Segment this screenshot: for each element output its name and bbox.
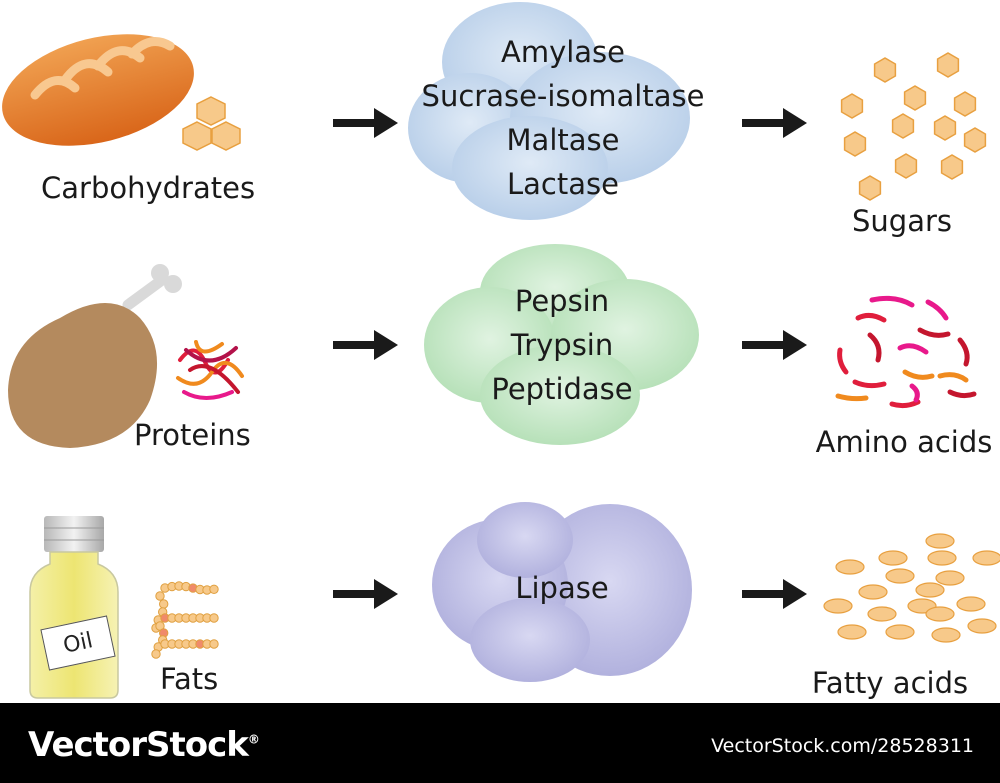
fatty-acid-molecule [935,570,965,586]
fat-molecule-icon [151,581,219,659]
fat-chain-bead [159,599,169,609]
brand-name: VectorStock [28,725,249,765]
fatty-acid-molecule [925,533,955,549]
enzyme-list-fats: Lipase [515,566,608,610]
sugar-hexagon [940,154,964,180]
product-label-fatty-acids: Fatty acids [811,666,969,700]
sugar-hexagon [903,85,927,111]
product-label-sugars: Sugars [852,204,952,238]
fat-chain-bead [209,584,219,594]
fatty-acid-molecule [972,550,1000,566]
enzyme-list-carbohydrates: Amylase Sucrase-isomaltase Maltase Lacta… [422,30,705,206]
enzyme-name: Peptidase [491,372,633,406]
sugar-hexagon [894,153,918,179]
bread-icon [2,34,194,146]
enzyme-list-proteins: Pepsin Trypsin Peptidase [491,279,632,411]
sugar-hexagon [963,127,987,153]
arrow-icon [333,579,398,609]
fat-chain-bead [155,591,165,601]
fatty-acid-molecule [885,568,915,584]
product-label-amino-acids: Amino acids [815,425,993,459]
sugar-hexagon [936,52,960,78]
fatty-acid-molecule [931,627,961,643]
fatty-acid-molecule [837,624,867,640]
diagram-canvas [2,2,1000,699]
arrow-icon [742,579,807,609]
sugar-hexagon [873,57,897,83]
fatty-acid-molecule [956,596,986,612]
fat-chain-bead [209,639,219,649]
sugar-hexagon [858,175,882,201]
sugar-hexagon [843,131,867,157]
enzyme-cloud-carbohydrates [408,2,690,220]
fat-chain-bead [209,613,219,623]
fatty-acid-molecule [867,606,897,622]
enzyme-name: Amylase [500,35,626,69]
arrow-icon [742,330,807,360]
chicken-leg-icon [8,264,182,448]
protein-structure-icon [176,340,244,400]
source-label-fats: Fats [160,662,219,696]
enzyme-name: Maltase [506,123,620,157]
fat-chain-bead [151,649,161,659]
amino-acids-icon [835,295,977,409]
sugar-hexagon [953,91,977,117]
glucose-hexagons-icon [182,96,241,151]
fatty-acid-molecule [878,550,908,566]
arrow-icon [333,330,398,360]
enzyme-cloud-proteins [424,244,699,445]
arrow-icon [742,108,807,138]
sugar-molecules-icon [840,52,987,201]
fatty-acid-molecule [915,582,945,598]
footer-bar: VectorStock® VectorStock.com/28528311 [0,703,1000,783]
registered-mark: ® [247,732,260,747]
fatty-acid-molecule [967,618,997,634]
fatty-acid-molecule [823,598,853,614]
enzyme-name: Lactase [507,167,619,201]
enzyme-name: Trypsin [510,328,614,362]
source-label-carbohydrates: Carbohydrates [41,171,256,205]
sugar-hexagon [840,93,864,119]
image-reference: VectorStock.com/28528311 [711,735,974,757]
enzyme-name: Lipase [515,571,609,605]
sugar-hexagon [891,113,915,139]
fatty-acid-molecule [858,584,888,600]
source-label-proteins: Proteins [134,418,251,452]
arrow-icon [333,108,398,138]
enzyme-name: Pepsin [514,284,610,318]
fatty-acids-icon [823,533,1000,643]
sugar-hexagon [933,115,957,141]
enzyme-cloud-fats [432,502,692,682]
fatty-acid-molecule [927,550,957,566]
fatty-acid-molecule [885,624,915,640]
fatty-acid-molecule [925,606,955,622]
oil-bottle-icon [29,516,119,699]
enzyme-name: Sucrase-isomaltase [421,79,705,113]
fatty-acid-molecule [835,559,865,575]
brand-logo: VectorStock® [28,725,260,765]
